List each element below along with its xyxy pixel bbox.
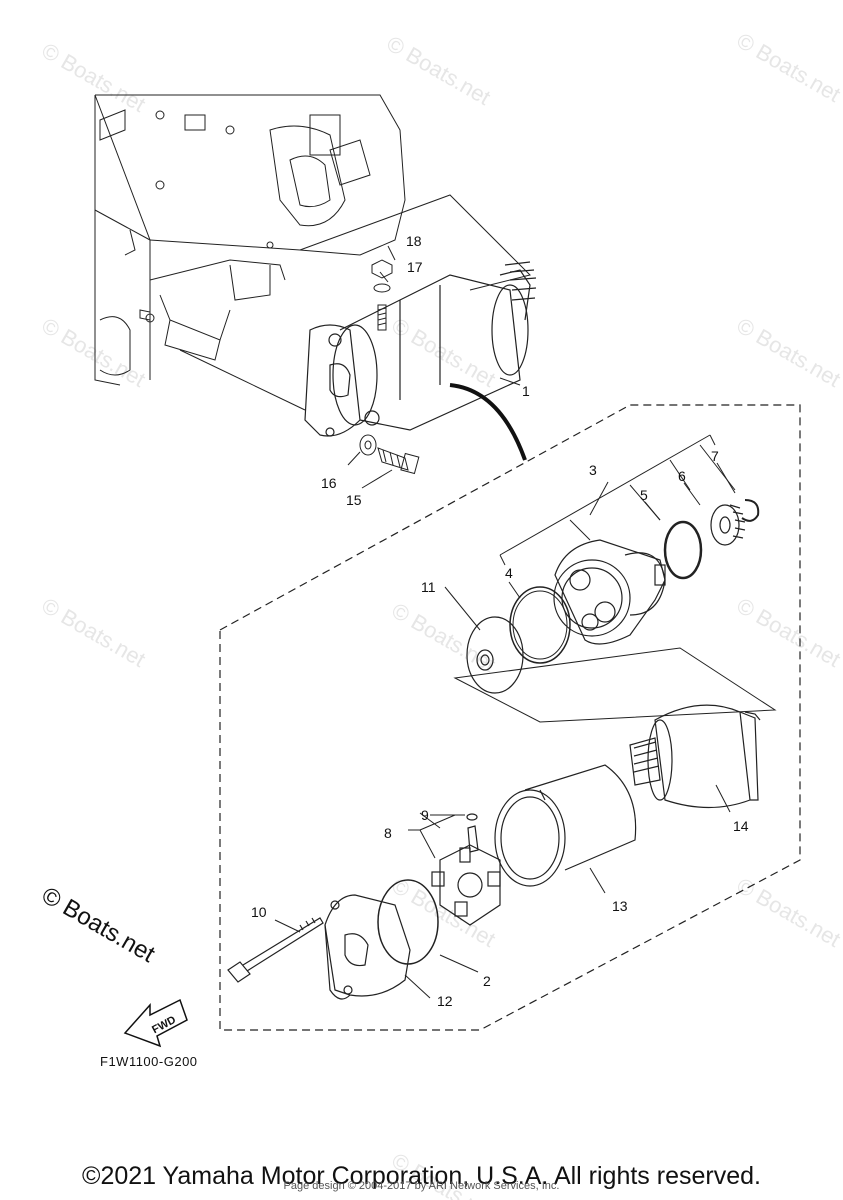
callout-11: 11	[421, 579, 436, 595]
callout-10: 10	[251, 904, 267, 920]
o-ring-4-inner	[512, 590, 568, 660]
group-bracket-lower	[453, 647, 777, 723]
watermark-text: © Boats.net	[388, 313, 500, 392]
copyright-notice: ©2021 Yamaha Motor Corporation, U.S.A. A…	[82, 1162, 761, 1190]
callout-8: 8	[384, 825, 392, 841]
watermark-text: © Boats.net	[38, 593, 150, 672]
callout-5: 5	[640, 487, 648, 503]
engine-block	[94, 94, 531, 411]
page-design-credit: Page design © 2004-2017 by ARI Network S…	[283, 1180, 560, 1192]
starter-motor-assembly	[304, 261, 537, 437]
brush-holder-8	[431, 813, 501, 926]
watermark-text: © Boats.net	[383, 31, 495, 110]
watermark-text: © Boats.net	[388, 598, 500, 677]
callout-4: 4	[505, 565, 513, 581]
callout-6: 6	[678, 468, 686, 484]
o-ring-4	[509, 586, 571, 664]
watermark-text: © Boats.net	[733, 593, 843, 672]
callout-12: 12	[437, 993, 453, 1009]
starter-wire	[449, 383, 527, 461]
watermark-text: © Boats.net	[733, 28, 843, 107]
circlip-7	[741, 499, 760, 522]
callout-18: 18	[406, 233, 422, 249]
callout-14: 14	[733, 818, 749, 834]
callout-3: 3	[589, 462, 597, 478]
pinion-gear-6	[710, 504, 746, 546]
callout-7: 7	[711, 448, 719, 464]
callout-9: 9	[421, 807, 429, 823]
callout-16: 16	[321, 475, 337, 491]
watermark-text: © Boats.net	[733, 873, 843, 952]
watermark-text: © Boats.net	[733, 313, 843, 392]
boats-net-brand: © Boats.net	[37, 882, 160, 968]
callout-13: 13	[612, 898, 628, 914]
leader-lines	[274, 245, 736, 999]
armature-14	[629, 704, 761, 809]
o-ring-5	[663, 520, 703, 580]
through-bolt-10	[227, 917, 324, 983]
callout-labels: 1 2 3 4 5 6 7 8 9 10 11 12 13 14 15 16 1…	[251, 233, 749, 1009]
washer-and-bolt	[359, 434, 420, 475]
exploded-view-boundary	[219, 404, 801, 1031]
callout-2: 2	[483, 973, 491, 989]
watermark-text: © Boats.net	[38, 313, 150, 392]
diagram-code: F1W1100-G200	[100, 1054, 198, 1069]
callout-17: 17	[407, 259, 423, 275]
callout-1: 1	[522, 383, 530, 399]
reduction-gear-housing	[553, 539, 666, 645]
watermark-text: © Boats.net	[38, 38, 150, 117]
fwd-arrow-icon: FWD	[123, 998, 188, 1048]
nut-and-washer	[371, 259, 393, 331]
yoke-13	[494, 764, 637, 887]
rear-cover-12	[324, 894, 411, 1000]
callout-15: 15	[346, 492, 362, 508]
plate-11	[466, 616, 524, 694]
